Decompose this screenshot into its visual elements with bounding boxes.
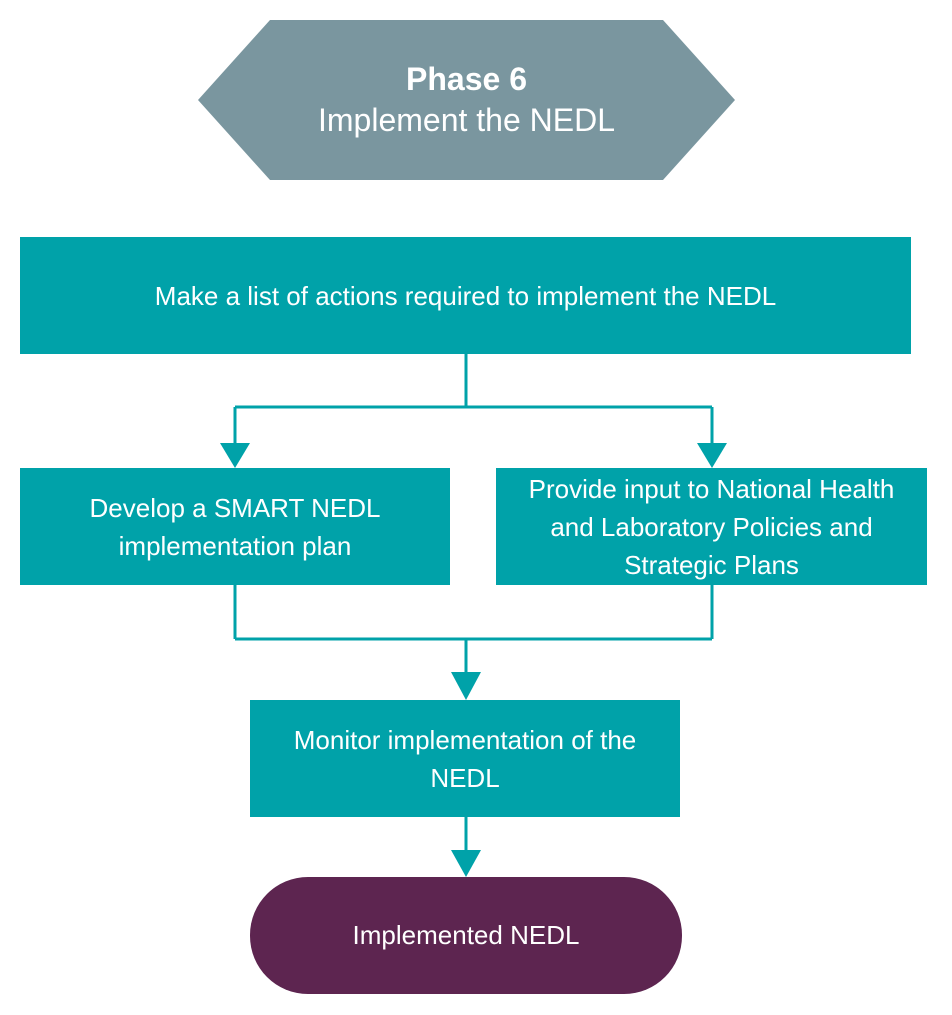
phase-title: Phase 6 [406, 61, 527, 97]
phase-header-hexagon [198, 20, 735, 180]
step-list-actions: Make a list of actions required to imple… [20, 237, 911, 354]
arrowhead-icon [451, 672, 481, 700]
outcome-implemented: Implemented NEDL [250, 877, 682, 994]
arrowhead-icon [220, 443, 250, 468]
step-monitor: Monitor implementation of the NEDL [250, 700, 680, 817]
phase-header: Phase 6 Implement the NEDL [198, 20, 735, 180]
phase-subtitle: Implement the NEDL [317, 102, 615, 138]
step-develop-plan: Develop a SMART NEDL implementation plan [20, 468, 450, 585]
arrowhead-icon [451, 850, 481, 877]
arrowhead-icon [697, 443, 727, 468]
step-provide-input: Provide input to National Health and Lab… [496, 468, 927, 585]
